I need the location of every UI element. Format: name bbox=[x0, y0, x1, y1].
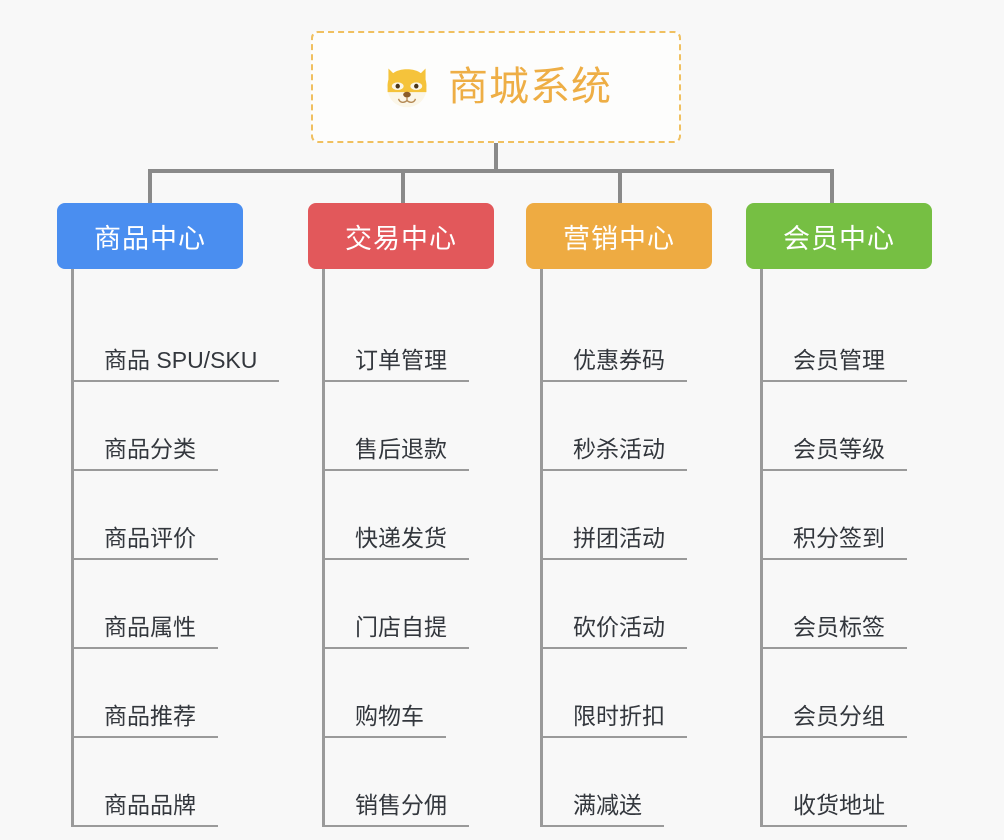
leaf-label: 会员管理 bbox=[793, 346, 885, 373]
leaf-label: 商品评价 bbox=[104, 524, 196, 551]
branch-column-trade-center: 交易中心 订单管理 售后退款 快递发货 门店自提 购物车 销售分佣 bbox=[308, 203, 494, 827]
leaf-rail: 会员管理 会员等级 积分签到 会员标签 会员分组 收货地址 bbox=[760, 269, 932, 827]
list-item[interactable]: 会员分组 bbox=[763, 649, 907, 738]
leaf-label: 限时折扣 bbox=[573, 702, 665, 729]
branch-header-label: 交易中心 bbox=[345, 223, 457, 254]
leaf-label: 商品 SPU/SKU bbox=[104, 346, 258, 373]
leaf-label: 订单管理 bbox=[355, 346, 447, 373]
list-item[interactable]: 销售分佣 bbox=[325, 738, 469, 827]
list-item[interactable]: 积分签到 bbox=[763, 471, 907, 560]
leaf-label: 快递发货 bbox=[355, 524, 447, 551]
branch-header-marketing-center[interactable]: 营销中心 bbox=[526, 203, 712, 269]
list-item[interactable]: 限时折扣 bbox=[543, 649, 687, 738]
branch-header-label: 商品中心 bbox=[94, 223, 206, 254]
leaf-label: 会员分组 bbox=[793, 702, 885, 729]
list-item[interactable]: 商品推荐 bbox=[74, 649, 218, 738]
leaf-rail: 优惠券码 秒杀活动 拼团活动 砍价活动 限时折扣 满减送 bbox=[540, 269, 712, 827]
list-item[interactable]: 订单管理 bbox=[325, 293, 469, 382]
branch-header-label: 营销中心 bbox=[563, 223, 675, 254]
list-item[interactable]: 会员标签 bbox=[763, 560, 907, 649]
list-item[interactable]: 拼团活动 bbox=[543, 471, 687, 560]
branch-column-product-center: 商品中心 商品 SPU/SKU 商品分类 商品评价 商品属性 商品推荐 商品品牌 bbox=[57, 203, 280, 827]
list-item[interactable]: 收货地址 bbox=[763, 738, 907, 827]
list-item[interactable]: 商品 SPU/SKU bbox=[74, 293, 280, 382]
branch-header-product-center[interactable]: 商品中心 bbox=[57, 203, 243, 269]
leaf-label: 商品属性 bbox=[104, 613, 196, 640]
shiba-dog-face-icon bbox=[387, 68, 427, 108]
list-item[interactable]: 会员等级 bbox=[763, 382, 907, 471]
branch-column-marketing-center: 营销中心 优惠券码 秒杀活动 拼团活动 砍价活动 限时折扣 满减送 bbox=[526, 203, 712, 827]
leaf-label: 商品品牌 bbox=[104, 791, 196, 818]
list-item[interactable]: 砍价活动 bbox=[543, 560, 687, 649]
leaf-label: 商品推荐 bbox=[104, 702, 196, 729]
list-item[interactable]: 购物车 bbox=[325, 649, 446, 738]
leaf-label: 优惠券码 bbox=[573, 346, 665, 373]
leaf-label: 门店自提 bbox=[355, 613, 447, 640]
leaf-label: 积分签到 bbox=[793, 524, 885, 551]
leaf-rail: 订单管理 售后退款 快递发货 门店自提 购物车 销售分佣 bbox=[322, 269, 494, 827]
connector-drop-4 bbox=[830, 169, 834, 205]
list-item[interactable]: 商品分类 bbox=[74, 382, 218, 471]
list-item[interactable]: 会员管理 bbox=[763, 293, 907, 382]
leaf-label: 会员等级 bbox=[793, 435, 885, 462]
branch-header-trade-center[interactable]: 交易中心 bbox=[308, 203, 494, 269]
leaf-label: 商品分类 bbox=[104, 435, 196, 462]
leaf-label: 购物车 bbox=[355, 702, 424, 729]
list-item[interactable]: 秒杀活动 bbox=[543, 382, 687, 471]
connector-drop-2 bbox=[401, 169, 405, 205]
list-item[interactable]: 门店自提 bbox=[325, 560, 469, 649]
list-item[interactable]: 快递发货 bbox=[325, 471, 469, 560]
branch-column-member-center: 会员中心 会员管理 会员等级 积分签到 会员标签 会员分组 收货地址 bbox=[746, 203, 932, 827]
branch-header-label: 会员中心 bbox=[783, 223, 895, 254]
root-title: 商城系统 bbox=[448, 65, 612, 109]
connector-root-stem bbox=[494, 143, 498, 172]
connector-drop-3 bbox=[618, 169, 622, 205]
root-node[interactable]: 商城系统 bbox=[311, 31, 681, 143]
connector-drop-1 bbox=[148, 169, 152, 205]
leaf-label: 拼团活动 bbox=[573, 524, 665, 551]
leaf-rail: 商品 SPU/SKU 商品分类 商品评价 商品属性 商品推荐 商品品牌 bbox=[71, 269, 280, 827]
list-item[interactable]: 售后退款 bbox=[325, 382, 469, 471]
leaf-label: 销售分佣 bbox=[355, 791, 447, 818]
list-item[interactable]: 满减送 bbox=[543, 738, 664, 827]
leaf-label: 秒杀活动 bbox=[573, 435, 665, 462]
connector-horizontal-bus bbox=[148, 169, 834, 173]
leaf-label: 售后退款 bbox=[355, 435, 447, 462]
list-item[interactable]: 优惠券码 bbox=[543, 293, 687, 382]
leaf-label: 满减送 bbox=[573, 791, 642, 818]
leaf-label: 会员标签 bbox=[793, 613, 885, 640]
leaf-label: 砍价活动 bbox=[573, 613, 665, 640]
list-item[interactable]: 商品属性 bbox=[74, 560, 218, 649]
branch-header-member-center[interactable]: 会员中心 bbox=[746, 203, 932, 269]
list-item[interactable]: 商品品牌 bbox=[74, 738, 218, 827]
leaf-label: 收货地址 bbox=[793, 791, 885, 818]
list-item[interactable]: 商品评价 bbox=[74, 471, 218, 560]
